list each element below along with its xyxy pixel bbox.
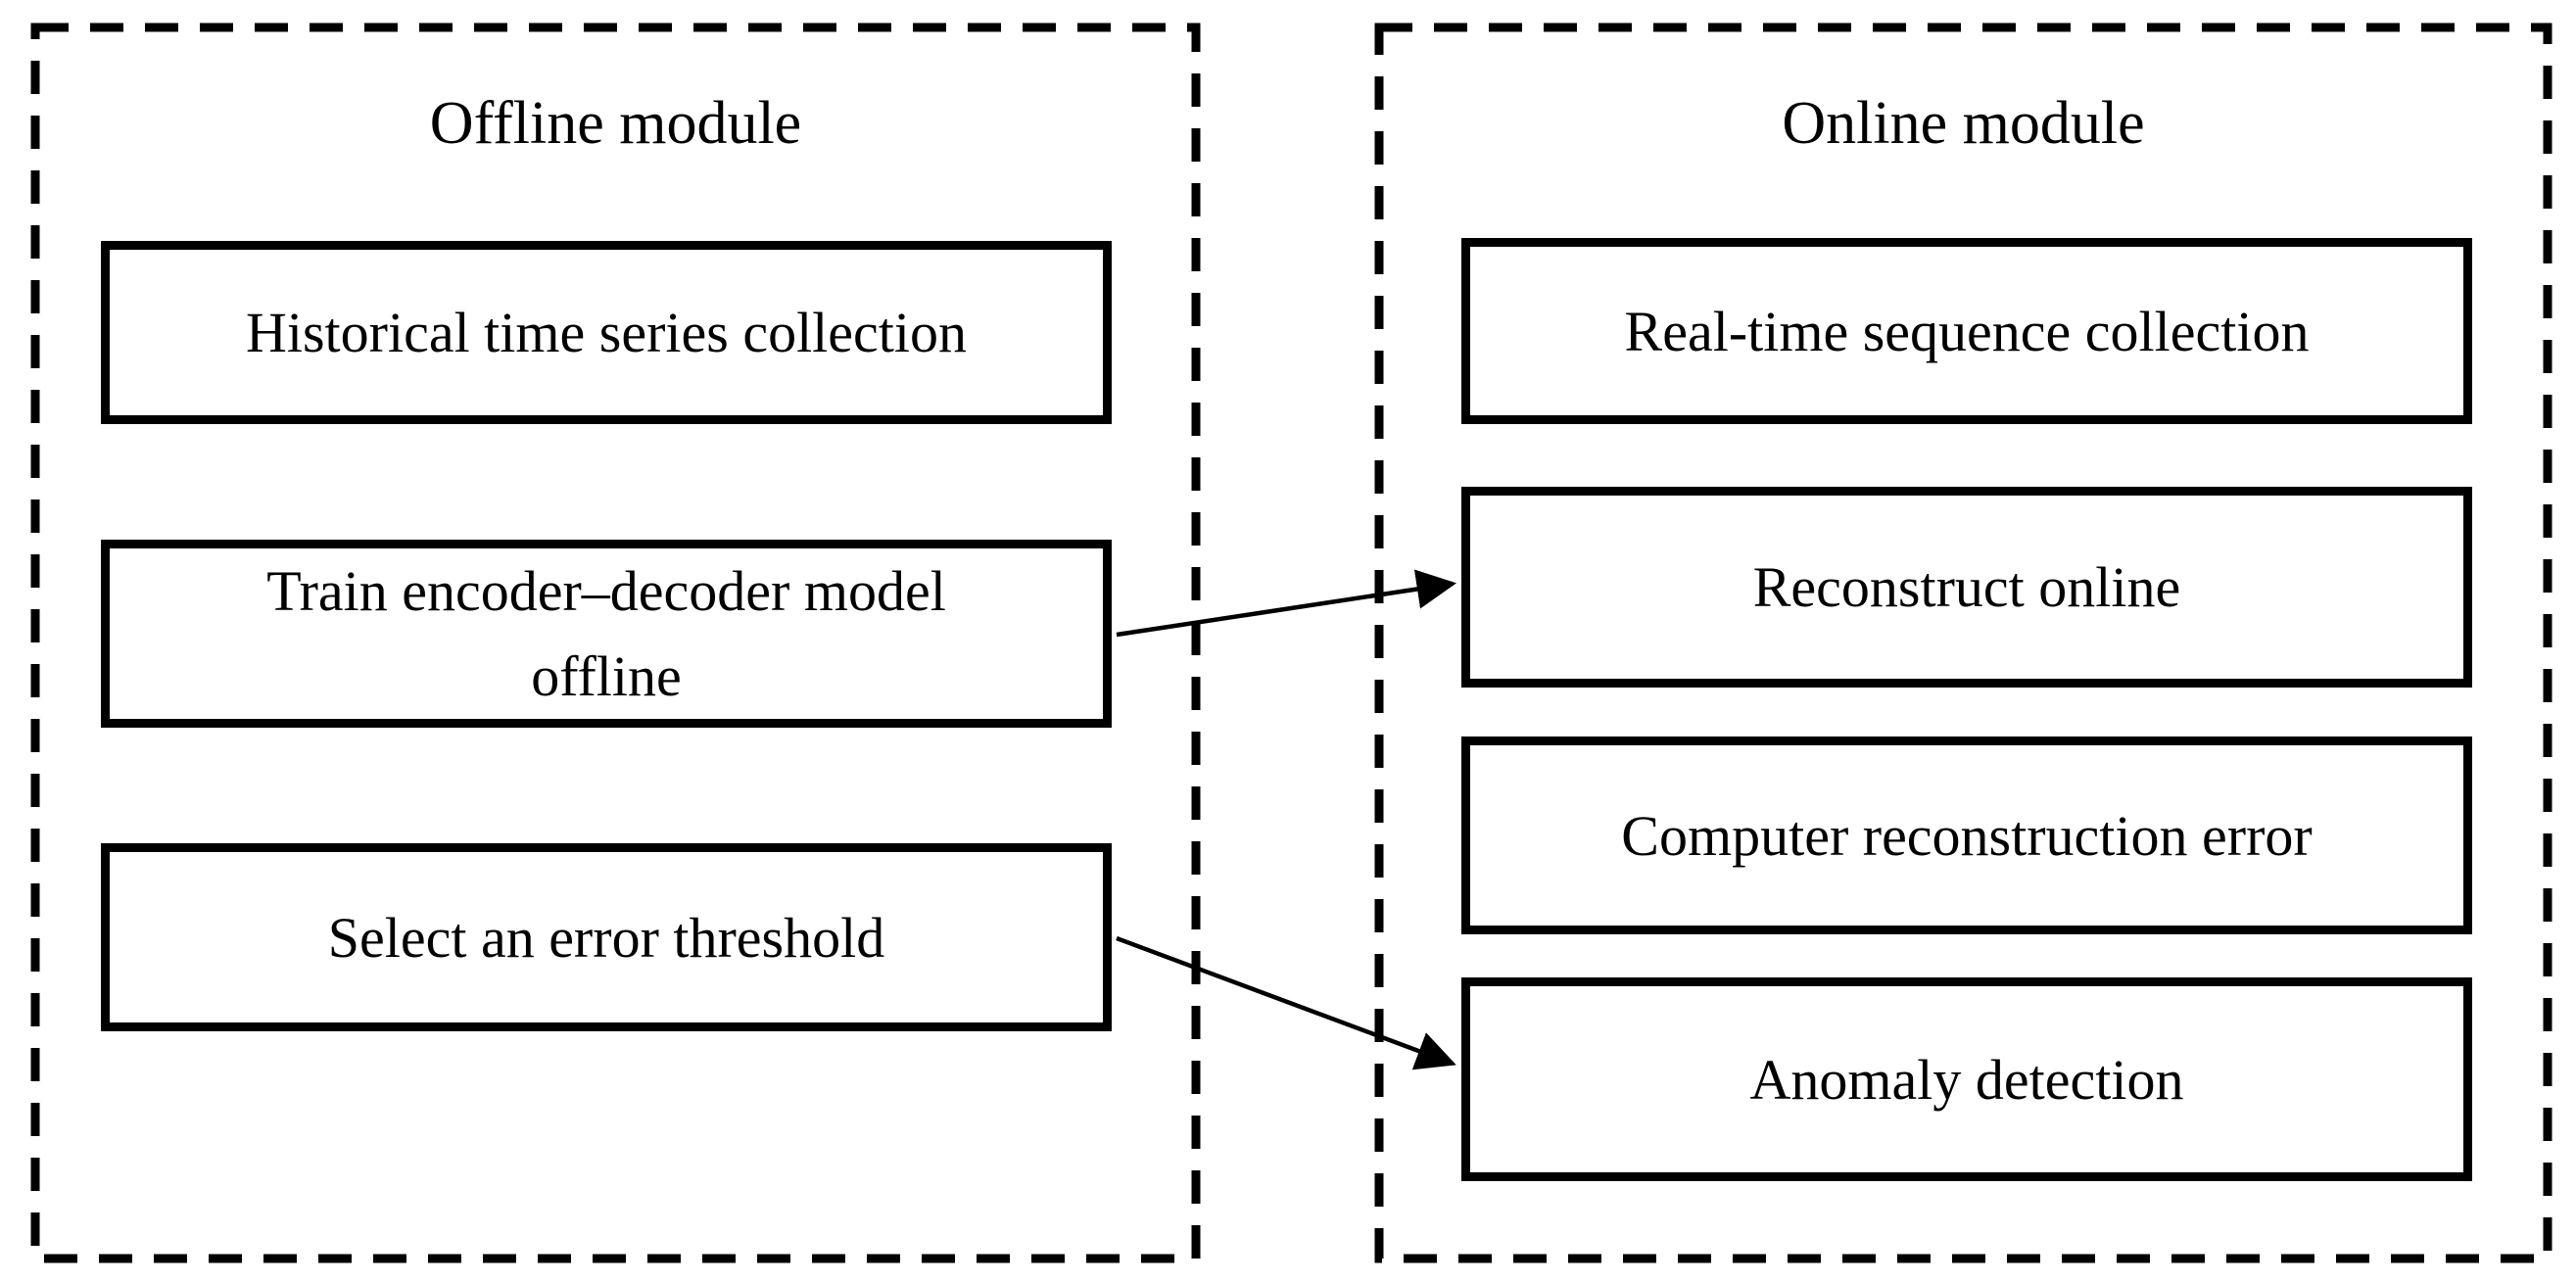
offline-module-frame: [30, 23, 1201, 1263]
box-error-label: Computer reconstruction error: [1621, 803, 2313, 868]
online-module-frame: [1374, 23, 2552, 1263]
online-module-title: Online module: [1782, 90, 2145, 157]
arrow-train-to-reconstruct: [1116, 569, 1457, 638]
box-realtime-label: Real-time sequence collection: [1624, 299, 2310, 363]
box-reconstruct-online: Reconstruct online: [1461, 487, 2472, 688]
box-threshold-label: Select an error threshold: [327, 905, 885, 970]
box-reconstruct-label: Reconstruct online: [1752, 555, 2181, 619]
box-select-error-threshold: Select an error threshold: [101, 843, 1112, 1031]
box-anomaly-label: Anomaly detection: [1749, 1047, 2184, 1112]
box-train-encoder-decoder-model-offline: Train encoder–decoder model offline: [101, 540, 1112, 728]
offline-module-title: Offline module: [429, 90, 802, 157]
box-anomaly-detection: Anomaly detection: [1461, 977, 2472, 1181]
box-train-label-line1: Train encoder–decoder model: [266, 559, 946, 623]
arrow-threshold-to-anomaly: [1116, 935, 1456, 1070]
box-real-time-sequence-collection: Real-time sequence collection: [1461, 238, 2472, 424]
box-historical-time-series-collection: Historical time series collection: [101, 241, 1112, 424]
box-computer-reconstruction-error: Computer reconstruction error: [1461, 737, 2472, 934]
box-historical-label: Historical time series collection: [245, 301, 968, 364]
box-train-label-line2: offline: [531, 644, 682, 708]
